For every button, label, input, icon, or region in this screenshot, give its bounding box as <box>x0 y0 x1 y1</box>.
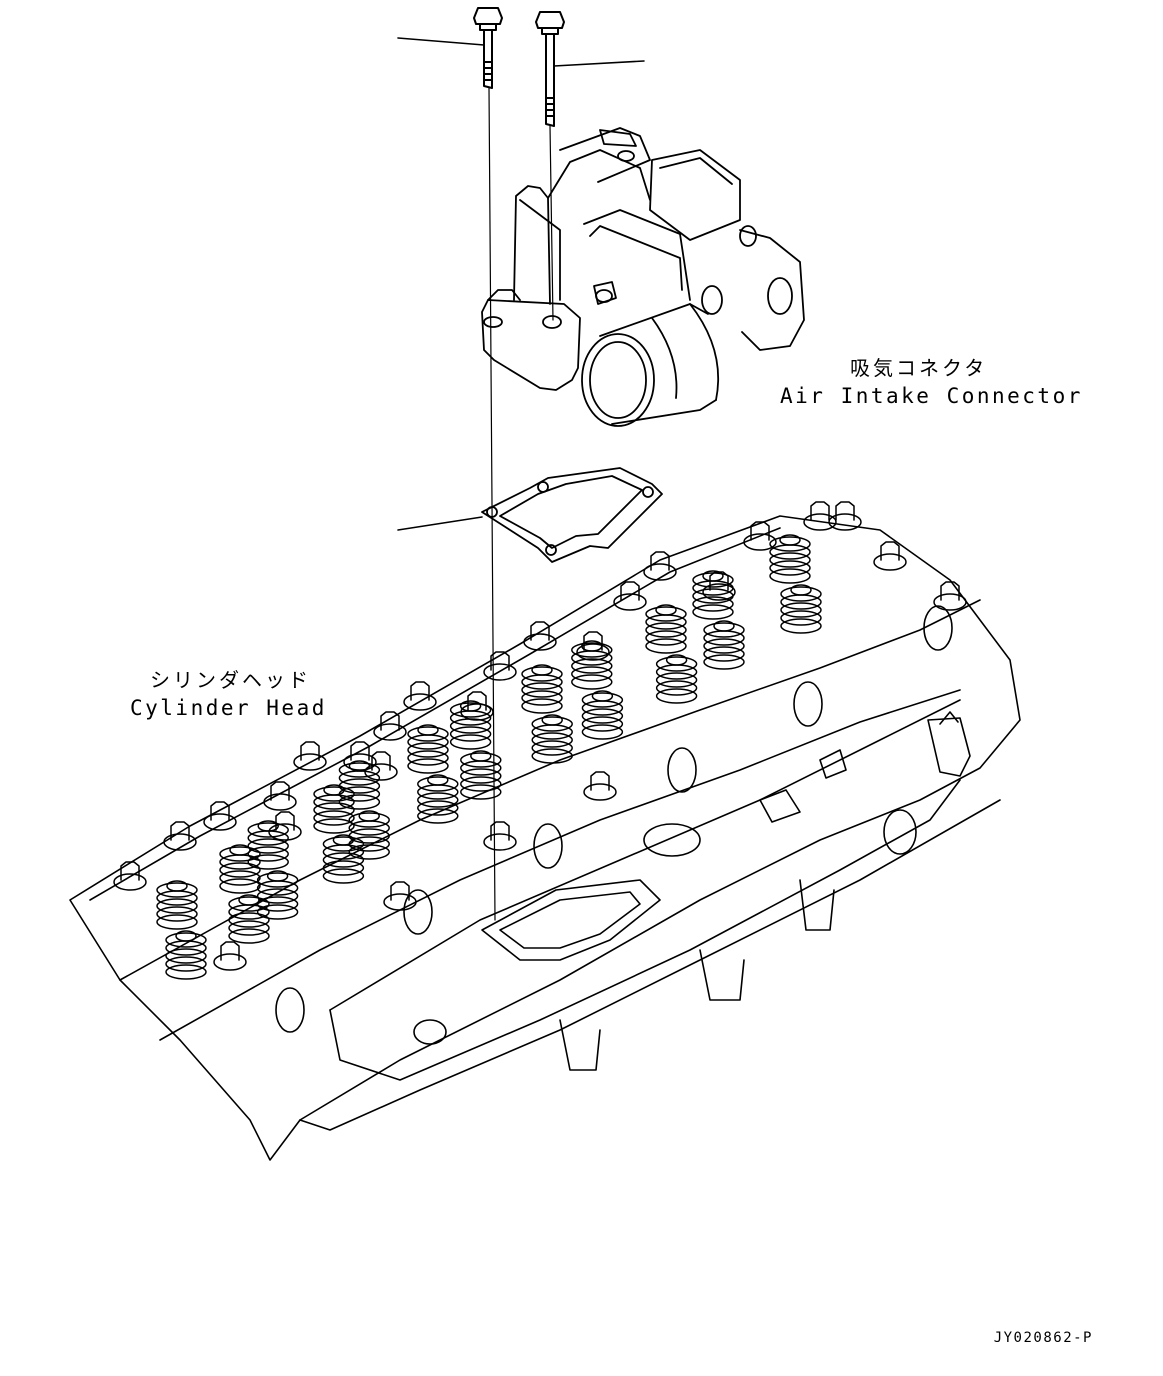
valve-spring-22 <box>581 690 624 740</box>
valve-spring-17 <box>460 750 502 800</box>
valve-spring-25 <box>692 570 734 620</box>
valve-spring-8 <box>322 834 365 884</box>
valve-spring-array <box>156 534 822 980</box>
air-intake-label-en: Air Intake Connector <box>780 384 1083 408</box>
rocker-bolt-9 <box>203 801 237 831</box>
rocker-bolt-30 <box>373 711 407 741</box>
rocker-bolt-38 <box>263 781 297 811</box>
rocker-bolt-array <box>113 501 967 971</box>
rocker-bolt-40 <box>583 771 617 801</box>
rocker-bolt-4 <box>113 861 147 891</box>
rocker-bolt-24 <box>702 571 736 601</box>
valve-spring-26 <box>769 534 811 584</box>
rocker-bolt-31 <box>483 651 517 681</box>
rocker-bolt-19 <box>576 631 610 661</box>
rocker-bolt-4 <box>268 811 302 841</box>
valve-spring-3 <box>228 894 270 944</box>
cylinder-head <box>69 515 1021 1161</box>
rocker-bolt-36 <box>933 581 967 611</box>
rocker-bolt-33 <box>743 521 777 551</box>
air-intake-connector <box>481 127 805 427</box>
rocker-bolt-14 <box>460 691 494 721</box>
valve-spring-20 <box>571 640 613 690</box>
rocker-bolt-24 <box>523 621 557 651</box>
valve-spring-21 <box>645 604 687 654</box>
rocker-bolt-43 <box>213 941 247 971</box>
rocker-bolt-32 <box>613 581 647 611</box>
drawing-code: JY020862-P <box>993 1330 1093 1346</box>
valve-spring-1 <box>219 844 261 894</box>
rocker-bolt-41 <box>483 821 517 851</box>
bolt-right <box>535 11 645 321</box>
valve-spring-7 <box>256 870 299 920</box>
valve-spring-16 <box>521 664 563 714</box>
valve-spring-27 <box>703 620 745 670</box>
rocker-bolt-42 <box>383 881 417 911</box>
valve-spring-0 <box>156 880 198 930</box>
rocker-bolt-14 <box>293 741 327 771</box>
rocker-bolt-37 <box>163 821 197 851</box>
rocker-bolt-39 <box>343 741 377 771</box>
valve-spring-2 <box>165 930 207 980</box>
valve-spring-10 <box>338 760 381 810</box>
cylinder-head-label-en: Cylinder Head <box>130 696 327 720</box>
valve-spring-12 <box>348 810 390 860</box>
rocker-bolt-29 <box>643 551 677 581</box>
rocker-bolt-34 <box>803 501 837 531</box>
rocker-bolt-35 <box>873 541 907 571</box>
rocker-bolt-9 <box>364 751 398 781</box>
air-intake-label-jp: 吸気コネクタ <box>850 356 988 380</box>
gasket <box>397 467 663 563</box>
valve-spring-18 <box>531 714 573 764</box>
valve-spring-6 <box>313 784 355 834</box>
valve-spring-13 <box>417 774 459 824</box>
valve-spring-5 <box>247 820 289 870</box>
valve-spring-23 <box>655 654 698 704</box>
cylinder-head-label-jp: シリンダヘッド <box>150 668 311 692</box>
rocker-bolt-19 <box>403 681 437 711</box>
valve-spring-15 <box>449 700 492 750</box>
valve-spring-11 <box>407 724 449 774</box>
valve-spring-28 <box>780 584 822 634</box>
rocker-bolt-29 <box>828 501 862 531</box>
